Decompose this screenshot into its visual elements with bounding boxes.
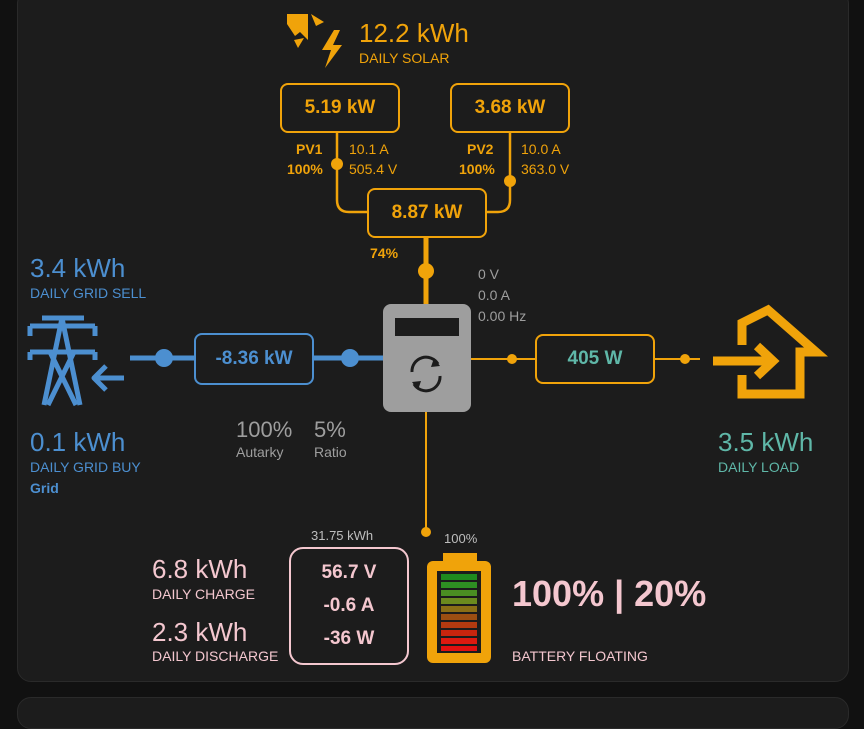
solar-total-pct: 74% — [370, 245, 399, 261]
autarky-value: 100% — [236, 417, 293, 442]
grid-dot-left — [155, 349, 173, 367]
ratio-label: Ratio — [314, 444, 347, 460]
daily-discharge-value: 2.3 kWh — [152, 617, 248, 647]
pv1-current: 10.1 A — [349, 141, 389, 157]
daily-solar-value: 12.2 kWh — [359, 18, 469, 48]
house-arrow-icon — [713, 304, 828, 399]
battery-dot — [421, 527, 431, 537]
autarky-label: Autarky — [236, 444, 284, 460]
solar-lines — [335, 133, 512, 214]
load-power-box[interactable]: 405 W — [535, 334, 655, 384]
pv2-name: PV2 — [467, 141, 494, 157]
daily-grid-buy-value: 0.1 kWh — [30, 427, 126, 457]
pv1-pct: 100% — [287, 161, 323, 177]
load-dot-left — [507, 354, 517, 364]
pv1-power-box[interactable]: 5.19 kW — [280, 83, 400, 133]
power-tower-icon — [27, 315, 124, 407]
battery-level-label: 100% — [444, 531, 478, 546]
daily-charge-label: DAILY CHARGE — [152, 586, 255, 602]
pv1-name: PV1 — [296, 141, 323, 157]
daily-discharge-label: DAILY DISCHARGE — [152, 648, 279, 664]
load-dot-right — [680, 354, 690, 364]
pv1-dot — [331, 158, 343, 170]
pv2-power-box[interactable]: 3.68 kW — [450, 83, 570, 133]
ratio-value: 5% — [314, 417, 346, 442]
solar-flow-dot — [418, 263, 434, 279]
battery-state: BATTERY FLOATING — [512, 648, 648, 664]
grid-dot-right — [341, 349, 359, 367]
inverter-frequency: 0.00 Hz — [478, 308, 527, 324]
sun-lightning-icon — [287, 14, 342, 68]
battery-voltage: 56.7 V — [321, 562, 377, 584]
daily-grid-sell-value: 3.4 kWh — [30, 253, 126, 283]
pv1-voltage: 505.4 V — [349, 161, 398, 177]
daily-load-label: DAILY LOAD — [718, 459, 800, 475]
daily-grid-buy-label: DAILY GRID BUY — [30, 459, 141, 475]
grid-power-box[interactable]: -8.36 kW — [194, 333, 314, 385]
inverter-current: 0.0 A — [478, 287, 510, 303]
battery-capacity: 31.75 kWh — [311, 528, 374, 543]
battery-stats-box[interactable]: 56.7 V -0.6 A -36 W — [289, 547, 409, 665]
battery-current: -0.6 A — [323, 594, 375, 616]
solar-total-box[interactable]: 8.87 kW — [367, 188, 487, 238]
grid-name[interactable]: Grid — [30, 480, 59, 496]
inverter-voltage: 0 V — [478, 266, 500, 282]
pv2-pct: 100% — [459, 161, 495, 177]
battery-icon — [427, 553, 491, 663]
inverter-icon — [383, 304, 471, 412]
pv2-dot — [504, 175, 516, 187]
pv2-voltage: 363.0 V — [521, 161, 570, 177]
battery-power: -36 W — [323, 627, 375, 649]
daily-load-value: 3.5 kWh — [718, 427, 814, 457]
flow-diagram — [27, 14, 828, 663]
pv2-current: 10.0 A — [521, 141, 561, 157]
daily-grid-sell-label: DAILY GRID SELL — [30, 285, 147, 301]
daily-solar-label: DAILY SOLAR — [359, 50, 450, 66]
battery-soc-display: 100% | 20% — [512, 573, 707, 614]
daily-charge-value: 6.8 kWh — [152, 554, 248, 584]
